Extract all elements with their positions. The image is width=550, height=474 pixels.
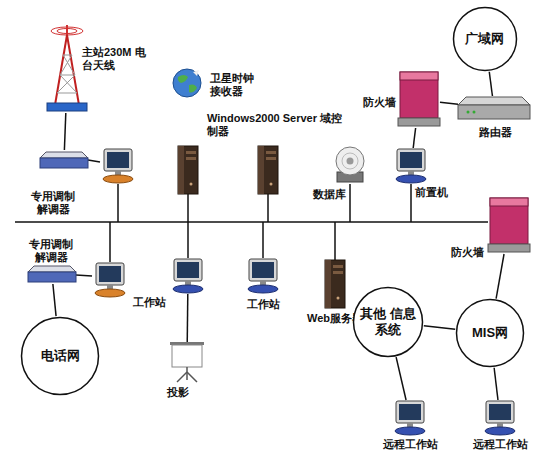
firewall-icon: [488, 198, 530, 252]
modem-icon: [28, 266, 76, 282]
server-icon: [178, 146, 198, 194]
computer-icon: [103, 149, 133, 183]
device-label: 专用调制 解调器: [26, 190, 80, 216]
device-label: 主站230M 电台天线: [82, 46, 148, 72]
computer-icon: [395, 401, 425, 435]
network-circle-outline: [22, 318, 99, 395]
network-link: [424, 326, 455, 329]
network-name: 其他 信息系统: [359, 306, 417, 338]
workstation-node: 工作站: [170, 258, 206, 294]
device-label: 防火墙: [352, 96, 396, 109]
network-cloud: MIS网: [455, 298, 525, 368]
device-label: 远程工作站: [378, 438, 442, 451]
computer-icon: [173, 259, 203, 293]
device-label: 卫星时钟 接收器: [210, 72, 266, 98]
network-cloud: 电话网: [20, 316, 100, 396]
projector-node: 投影: [168, 342, 206, 382]
device-label: 数据库: [304, 188, 346, 201]
computer-icon: [248, 259, 278, 293]
network-link: [489, 72, 492, 96]
device-label: 专用调制 解调器: [24, 238, 78, 264]
server-icon: [325, 260, 345, 308]
device-label: 远程工作站: [468, 438, 532, 451]
network-name: 电话网: [28, 348, 92, 364]
antenna-node: 主站230M 电台天线: [45, 25, 90, 113]
device-label: 前置机: [415, 186, 459, 199]
device-label: 投影: [158, 386, 198, 399]
network-cloud: 其他 信息系统: [352, 286, 424, 358]
modem-node: 专用调制 解调器: [40, 150, 88, 170]
network-link: [396, 357, 406, 400]
network-link: [440, 102, 458, 104]
database-icon: [336, 147, 364, 182]
network-link: [186, 294, 188, 342]
device-label: Windows2000 Server 域控制器: [207, 112, 342, 138]
network-circle-outline: [454, 8, 517, 71]
modem-node: 专用调制 解调器: [28, 266, 76, 284]
device-label: 防火墙: [440, 246, 484, 259]
firewall-node: 防火墙: [488, 198, 530, 254]
antenna-tower: [47, 25, 87, 111]
remote-workstation-node: 远程工作站: [482, 400, 518, 434]
network-name: 广域网: [459, 31, 512, 47]
modem-icon: [40, 152, 88, 168]
device-label: 路由器: [470, 126, 520, 139]
workstation-node: 工作站: [245, 258, 281, 294]
server-icon: [258, 146, 278, 194]
router-node: 路由器: [458, 96, 530, 120]
firewall-node: 防火墙: [398, 72, 440, 128]
network-link: [496, 254, 504, 299]
router-icon: [458, 97, 530, 119]
database-node: 数据库: [333, 146, 367, 184]
network-cloud: 广域网: [452, 6, 518, 72]
network-circle-outline: [457, 300, 524, 367]
network-bus: [15, 221, 488, 223]
web-server-node: Web服务器: [323, 260, 347, 308]
domain-controller-node: Windows2000 Server 域控制器: [172, 140, 282, 196]
network-name: MIS网: [462, 325, 518, 341]
network-circle-outline: [354, 288, 423, 357]
computer-icon: [485, 401, 515, 435]
network-link: [413, 128, 415, 148]
frontend-computer-node: 前置机: [393, 148, 429, 184]
computer-icon: [396, 149, 426, 183]
computer-icon: [95, 263, 125, 297]
projector-screen-icon: [170, 342, 204, 382]
device-label: 工作站: [122, 296, 166, 309]
network-link: [64, 113, 65, 150]
clock-receiver-node: 卫星时钟 接收器: [172, 68, 202, 98]
firewall-icon: [398, 72, 440, 126]
globe-icon: [173, 69, 201, 97]
network-link: [494, 368, 498, 400]
network-link: [53, 284, 56, 316]
remote-workstation-node: 远程工作站: [392, 400, 428, 434]
device-label: 工作站: [241, 298, 285, 311]
